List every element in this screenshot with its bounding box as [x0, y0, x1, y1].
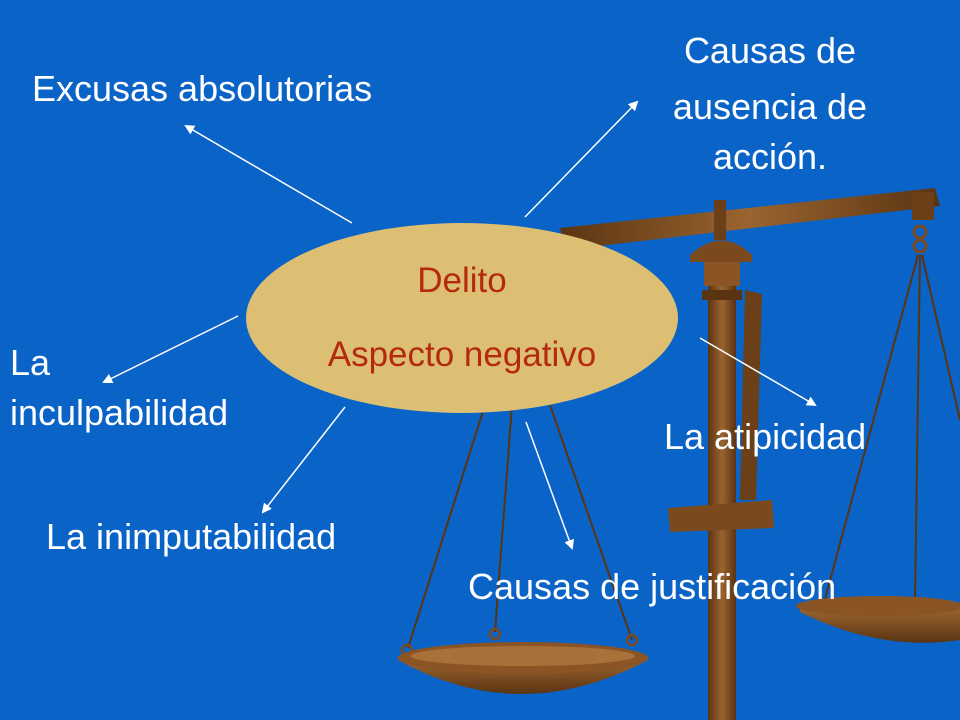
arrow-ausencia — [524, 100, 639, 218]
chain-link — [912, 224, 928, 240]
right-pan-string — [914, 254, 921, 601]
label-inculpabilidad-line2: inculpabilidad — [10, 392, 229, 433]
pivot-collar — [704, 262, 740, 286]
center-subtitle: Aspecto negativo — [327, 335, 597, 374]
label-inculpabilidad-line1: La — [10, 342, 51, 383]
arrow-atipicidad — [699, 337, 817, 407]
post-ring — [702, 290, 742, 300]
arrow-inimputabilidad — [261, 406, 346, 514]
arrow-excusas — [184, 124, 353, 224]
center-ellipse — [246, 223, 678, 413]
scale-post — [708, 286, 736, 720]
left-pan-string — [494, 404, 513, 633]
label-causas-justificacion: Causas de justificación — [468, 566, 837, 607]
right-pan-string — [921, 254, 960, 421]
chain-link — [625, 633, 639, 647]
label-ausencia-line3: acción. — [712, 136, 828, 177]
pivot-head — [690, 240, 752, 262]
label-ausencia-line1: Causas de — [683, 30, 857, 71]
left-pan-inner — [411, 646, 635, 666]
chain-link — [488, 627, 502, 641]
arrow-justificacion — [525, 421, 574, 550]
chain-link — [912, 238, 928, 254]
beam-end-right — [912, 192, 934, 220]
scale-beam — [560, 188, 940, 250]
post-brace — [668, 500, 774, 532]
left-pan-string — [549, 404, 633, 641]
beam-pivot-pin — [714, 200, 726, 240]
left-pan-string — [407, 404, 486, 649]
post-brace-arm — [740, 290, 762, 500]
label-inimputabilidad: La inimputabilidad — [46, 516, 337, 557]
label-atipicidad: La atipicidad — [664, 416, 867, 457]
center-title: Delito — [417, 261, 507, 300]
label-ausencia-line2: ausencia de — [672, 86, 868, 127]
label-excusas-absolutorias: Excusas absolutorias — [32, 68, 373, 109]
arrow-inculpabilidad — [102, 315, 239, 383]
right-pan-rim — [796, 596, 960, 616]
right-pan-string — [821, 254, 919, 611]
